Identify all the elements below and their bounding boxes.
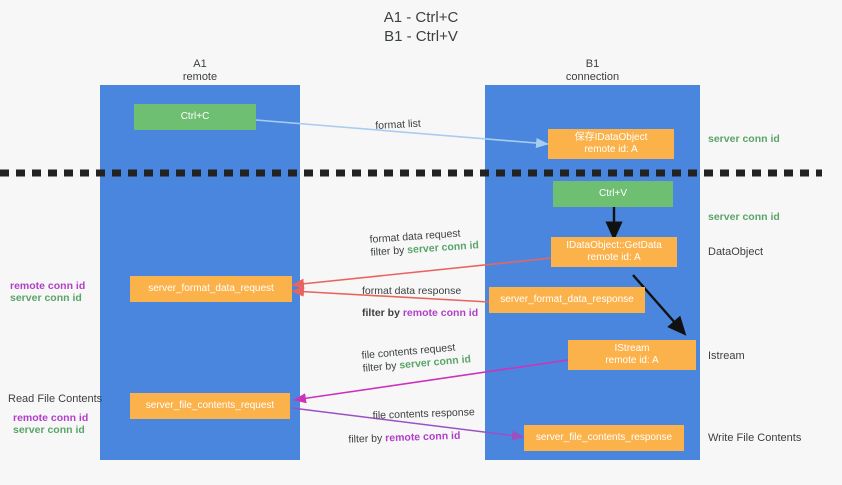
column-header-b1: B1 connection bbox=[485, 58, 700, 84]
edge-label-file-contents-request: file contents request filter by server c… bbox=[361, 340, 471, 375]
node-save-idataobject-line2: remote id: A bbox=[584, 144, 638, 155]
edge-label-format-data-response-filter-target: remote conn id bbox=[402, 307, 479, 319]
title-line-1: A1 - Ctrl+C bbox=[383, 9, 459, 26]
annotation-format-remote-conn-id: remote conn id bbox=[10, 280, 86, 292]
node-server-file-contents-request-label: server_file_contents_request bbox=[145, 400, 275, 411]
node-ctrl-v[interactable]: Ctrl+V bbox=[553, 181, 673, 207]
column-b1-name: B1 bbox=[585, 58, 600, 70]
edge-label-format-data-response-text: format data response bbox=[362, 285, 462, 297]
node-istream-line2: remote id: A bbox=[605, 355, 659, 366]
node-server-file-contents-response[interactable]: server_file_contents_response bbox=[524, 425, 684, 451]
node-server-file-contents-response-label: server_file_contents_response bbox=[535, 432, 673, 443]
node-ctrl-c[interactable]: Ctrl+C bbox=[134, 104, 256, 130]
edge-label-format-data-response: format data response filter by remote co… bbox=[362, 285, 478, 320]
node-server-file-contents-request[interactable]: server_file_contents_request bbox=[130, 393, 290, 419]
annotation-dataobject: DataObject bbox=[708, 246, 764, 258]
annotation-read-file-contents: Read File Contents bbox=[8, 393, 103, 405]
node-server-format-data-request-label: server_format_data_request bbox=[148, 283, 274, 294]
annotation-write-file-contents: Write File Contents bbox=[708, 432, 802, 444]
annotation-file-remote-conn-id: remote conn id bbox=[13, 412, 89, 424]
node-istream-line1: IStream bbox=[614, 343, 650, 354]
column-a1-sub: remote bbox=[182, 71, 218, 83]
node-getdata[interactable]: IDataObject::GetData remote id: A bbox=[551, 237, 677, 267]
edge-label-format-data-response-filter-prefix: filter by bbox=[362, 307, 403, 319]
title-line-2: B1 - Ctrl+V bbox=[384, 28, 458, 45]
column-header-a1: A1 remote bbox=[100, 58, 300, 84]
annotation-format-server-conn-id: server conn id bbox=[10, 292, 82, 304]
edge-label-file-contents-response-filter-target: remote conn id bbox=[384, 429, 461, 445]
edge-label-file-contents-response-filter-prefix: filter by bbox=[348, 432, 386, 446]
page-title: A1 - Ctrl+C B1 - Ctrl+V bbox=[0, 8, 842, 46]
node-save-idataobject-line1: 保存IDataObject bbox=[574, 132, 648, 143]
node-save-idataobject[interactable]: 保存IDataObject remote id: A bbox=[548, 129, 674, 159]
edge-label-file-contents-request-filter-prefix: filter by bbox=[362, 359, 400, 375]
node-server-format-data-response[interactable]: server_format_data_response bbox=[489, 287, 645, 313]
annotation-istream: Istream bbox=[708, 350, 745, 362]
node-getdata-line1: IDataObject::GetData bbox=[566, 240, 662, 251]
edge-label-format-data-request: format data request filter by server con… bbox=[369, 226, 479, 260]
edge-label-format-list: format list bbox=[375, 117, 422, 132]
annotation-file-server-conn-id: server conn id bbox=[13, 424, 85, 436]
edge-label-file-contents-response: file contents response filter by remote … bbox=[348, 406, 475, 446]
node-server-format-data-response-label: server_format_data_response bbox=[500, 294, 634, 305]
edge-label-format-data-request-filter-prefix: filter by bbox=[370, 244, 408, 259]
node-ctrl-c-label: Ctrl+C bbox=[180, 111, 210, 122]
node-ctrl-v-label: Ctrl+V bbox=[598, 188, 628, 199]
edge-label-file-contents-response-text: file contents response bbox=[372, 406, 475, 422]
node-server-format-data-request[interactable]: server_format_data_request bbox=[130, 276, 292, 302]
annotation-server-conn-id-mid: server conn id bbox=[708, 211, 780, 223]
node-istream[interactable]: IStream remote id: A bbox=[568, 340, 696, 370]
node-getdata-line2: remote id: A bbox=[587, 252, 641, 263]
column-b1-sub: connection bbox=[565, 71, 620, 83]
annotation-server-conn-id-top: server conn id bbox=[708, 133, 780, 145]
column-a1-name: A1 bbox=[193, 58, 207, 70]
